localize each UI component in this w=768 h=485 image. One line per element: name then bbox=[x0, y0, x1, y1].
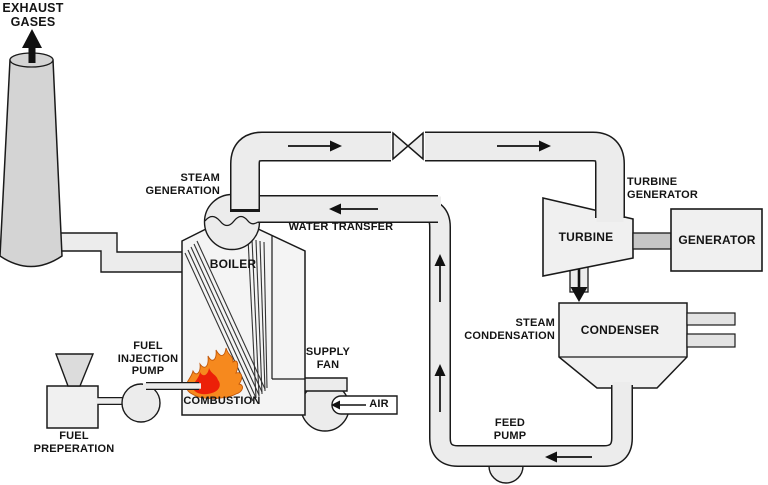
feed-pump-flow-arrow bbox=[545, 451, 592, 463]
condensate-up-arrow-2 bbox=[434, 364, 446, 412]
label-turbine: TURBINE bbox=[558, 230, 614, 244]
label-combustion: COMBUSTION bbox=[183, 395, 261, 407]
chimney bbox=[0, 52, 63, 268]
fuel-preparation-box bbox=[46, 385, 99, 429]
condensate-up-arrow-1 bbox=[434, 254, 446, 302]
boiler-inner-wall bbox=[271, 236, 305, 380]
label-water-transfer: WATER TRANSFER bbox=[288, 221, 394, 233]
label-air: AIR bbox=[369, 398, 389, 410]
label-boiler: BOILER bbox=[209, 257, 257, 271]
cooling-water-pipes bbox=[686, 312, 736, 348]
label-condenser: CONDENSER bbox=[580, 323, 660, 337]
main-steam-pipe bbox=[230, 131, 625, 222]
steam-exhaust-arrow bbox=[570, 267, 588, 302]
fuel-hopper bbox=[54, 353, 95, 387]
label-fuel-injection-pump: FUEL INJECTION PUMP bbox=[117, 340, 179, 377]
fuel-injection-pump-body bbox=[121, 383, 161, 423]
water-transfer-arrow bbox=[329, 203, 378, 215]
steam-flow-arrow-1 bbox=[288, 140, 342, 152]
exhaust-up-arrow-icon bbox=[22, 29, 42, 63]
turbine-shaft bbox=[632, 232, 672, 250]
steam-flow-arrow-2 bbox=[497, 140, 551, 152]
generator-body bbox=[670, 208, 763, 272]
steam-valve-icon bbox=[391, 129, 425, 164]
condenser-body bbox=[558, 302, 688, 389]
flow-arrows bbox=[288, 140, 592, 463]
label-generator: GENERATOR bbox=[678, 233, 756, 247]
exhaust-duct bbox=[56, 232, 184, 273]
air-flow-arrow bbox=[331, 400, 366, 410]
water-level-wave bbox=[204, 215, 259, 227]
boiler-tube-bundle bbox=[184, 237, 268, 402]
